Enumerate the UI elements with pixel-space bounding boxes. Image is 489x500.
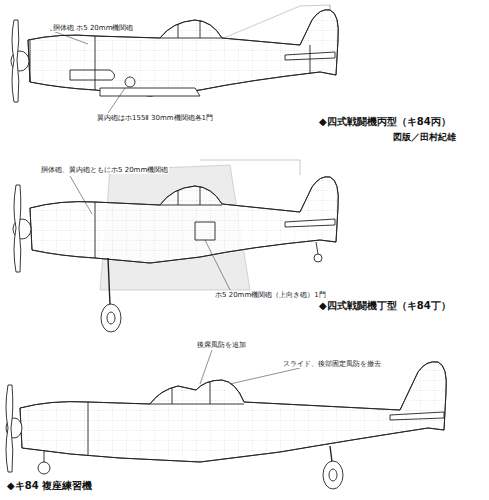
gun-callout: 胴体砲 ホ5 20mm機関砲 [52, 24, 134, 32]
ki84-hei-profile [11, 5, 338, 113]
illustrator-credit: 図版／田村紀雄 [392, 132, 457, 142]
canopy-callout: スライド、後部固定風防を撤去 [282, 360, 382, 368]
gun-callout: 胴体砲、翼内砲ともにホ5 20mm機関砲 [40, 166, 169, 174]
ki84-tei-profile [13, 160, 338, 332]
gun-callout: 翼内砲はホ155Ⅱ 30mm機関砲各1門 [96, 114, 214, 122]
gun-callout: ホ5 20mm機関砲（上向き砲）1門 [214, 291, 327, 299]
figure-title: ◆四式戦闘機丁型（キ84丁） [318, 300, 452, 312]
figure-title: ◆四式戦闘機丙型（キ84丙） [318, 116, 452, 128]
ki84-trainer-profile [6, 350, 446, 489]
figure-title: ◆キ84 複座練習機 [6, 480, 93, 492]
canopy-callout: 後席風防を追加 [196, 341, 247, 349]
